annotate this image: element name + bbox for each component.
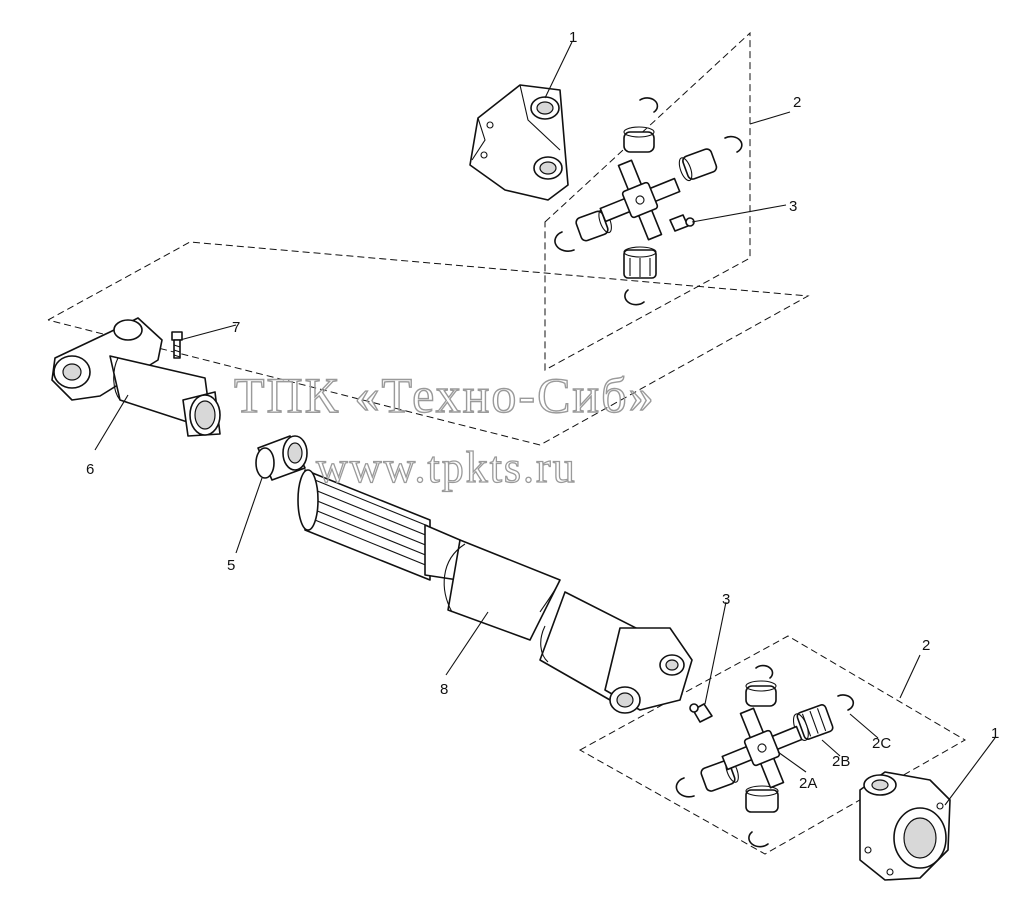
bolt [171, 331, 183, 359]
callout-bolt: 7 [232, 319, 240, 336]
callout-slip-yoke: 6 [86, 461, 94, 478]
callout-yoke-bottom: 1 [991, 725, 999, 742]
u-joint-kit-top [554, 97, 743, 306]
shaft-tube [297, 469, 693, 714]
callout-labels: 1 2 3 7 6 5 8 3 2 1 2A 2B 2C [86, 29, 999, 792]
watermark: ТПК «Техно-Сиб» www.tpkts.ru [233, 366, 656, 492]
callout-seal: 5 [227, 557, 235, 574]
callout-spider: 2A [799, 775, 817, 792]
callout-tube: 8 [440, 681, 448, 698]
watermark-url: www.tpkts.ru [316, 443, 577, 492]
seal [255, 435, 308, 481]
callout-snap-ring: 2C [872, 735, 891, 752]
flange-yoke-top [469, 84, 569, 201]
watermark-company: ТПК «Техно-Сиб» [234, 367, 656, 423]
slip-yoke [51, 317, 221, 437]
grease-fitting-bottom [689, 703, 713, 723]
leader-lines [94, 41, 996, 806]
flange-yoke-bottom [859, 771, 951, 881]
grease-fitting-top [669, 214, 695, 232]
callout-grease-top: 3 [789, 198, 797, 215]
callout-bearing: 2B [832, 753, 850, 770]
u-joint-kit-bottom [675, 664, 855, 848]
callout-grease-bottom: 3 [722, 591, 730, 608]
callout-yoke-top: 1 [569, 29, 577, 46]
explode-planes [47, 31, 966, 855]
callout-kit-top: 2 [793, 94, 801, 111]
callout-kit-bottom: 2 [922, 637, 930, 654]
